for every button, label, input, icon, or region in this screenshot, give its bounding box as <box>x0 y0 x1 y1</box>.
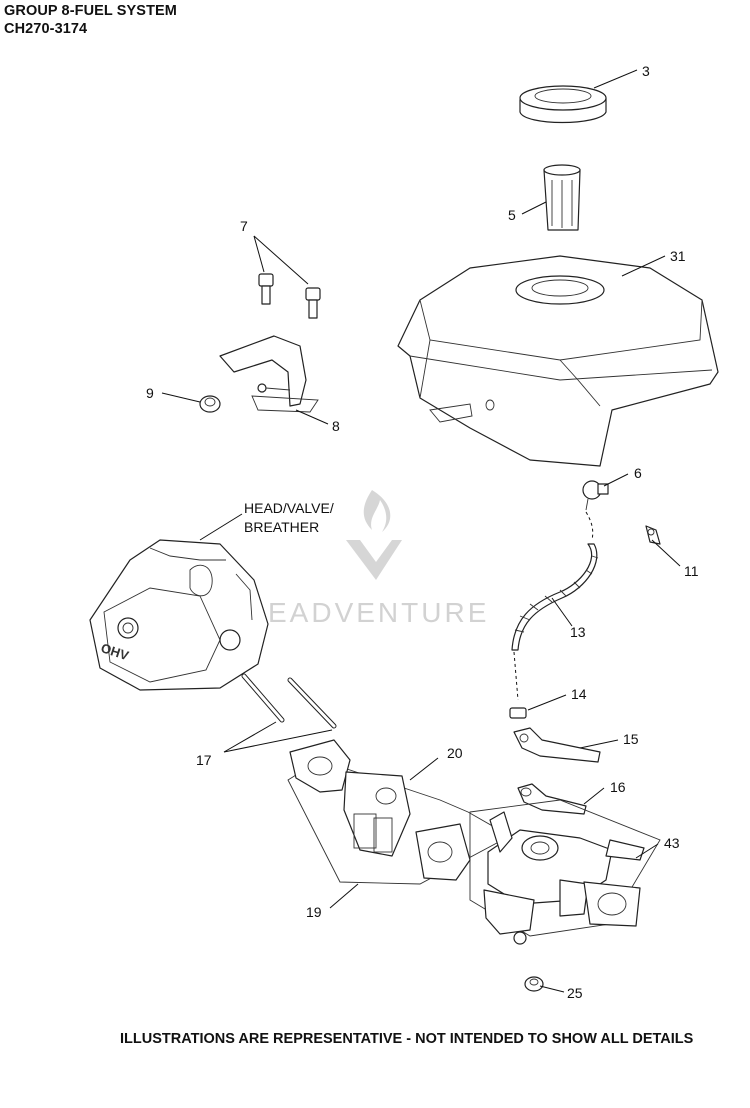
engine-head-assembly[interactable]: OHV <box>89 539 269 691</box>
callout-16: 16 <box>610 779 626 795</box>
throttle-lever[interactable] <box>517 783 587 815</box>
callout-13: 13 <box>570 624 586 640</box>
fuel-fitting[interactable] <box>582 480 609 511</box>
watermark-flame-icon <box>363 490 391 532</box>
fuel-strainer[interactable] <box>543 164 581 231</box>
carburetor-studs[interactable] <box>241 673 337 729</box>
watermark-text: EADVENTURE <box>268 597 489 628</box>
carburetor[interactable] <box>469 799 661 945</box>
callout-19: 19 <box>306 904 322 920</box>
tank-bracket[interactable] <box>219 335 319 413</box>
callout-43: 43 <box>664 835 680 851</box>
callout-5: 5 <box>508 207 516 223</box>
fuel-line[interactable] <box>511 511 599 701</box>
callout-14: 14 <box>571 686 587 702</box>
watermark: EADVENTURE <box>268 490 489 628</box>
head-valve-label-line2: BREATHER <box>244 519 319 535</box>
callout-numbers: 3 5 31 7 9 8 6 11 13 14 15 16 17 20 43 1… <box>146 63 699 1001</box>
intake-gasket-group[interactable] <box>287 739 511 885</box>
callout-8: 8 <box>332 418 340 434</box>
flange-bolt[interactable] <box>199 395 221 413</box>
callout-17: 17 <box>196 752 212 768</box>
drain-screw[interactable] <box>524 976 544 992</box>
callout-25: 25 <box>567 985 583 1001</box>
disclaimer-footer: ILLUSTRATIONS ARE REPRESENTATIVE - NOT I… <box>120 1031 694 1047</box>
diagram-model-code: CH270-3174 <box>4 21 88 37</box>
callout-11: 11 <box>684 563 699 579</box>
choke-lever[interactable] <box>513 727 601 763</box>
callout-6: 6 <box>634 465 642 481</box>
callout-3: 3 <box>642 63 650 79</box>
watermark-logo-icon <box>346 540 402 580</box>
callout-20: 20 <box>447 745 463 761</box>
callout-15: 15 <box>623 731 639 747</box>
hose-clip-top[interactable] <box>645 525 661 545</box>
leader-lines <box>161 69 681 993</box>
screw-pair[interactable] <box>258 273 321 319</box>
hose-clamp[interactable] <box>509 707 527 719</box>
callout-7: 7 <box>240 218 248 234</box>
fuel-cap[interactable] <box>519 85 607 124</box>
head-valve-label-line1: HEAD/VALVE/ <box>244 500 334 516</box>
fuel-tank[interactable] <box>397 255 719 467</box>
callout-31: 31 <box>670 248 686 264</box>
diagram-group-title: GROUP 8-FUEL SYSTEM <box>4 3 177 19</box>
callout-9: 9 <box>146 385 154 401</box>
